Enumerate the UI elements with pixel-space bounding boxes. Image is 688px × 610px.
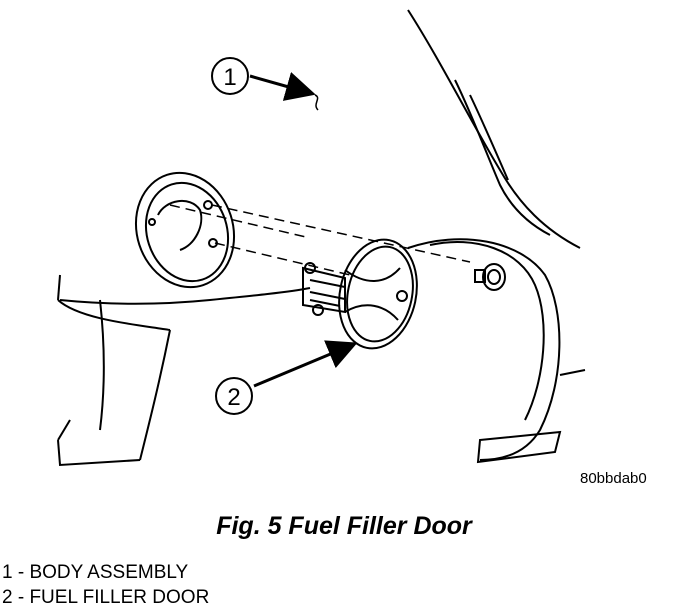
door-hinge (302, 262, 346, 316)
callout-1-number: 1 (223, 64, 236, 91)
filler-housing (134, 171, 236, 289)
legend-item-body-assembly: 1 - BODY ASSEMBLY (2, 562, 189, 583)
wheel-arch (407, 238, 586, 464)
callout-1: 1 (211, 57, 319, 111)
fuel-filler-door (338, 238, 418, 350)
legend: 1 - BODY ASSEMBLY 2 - FUEL FILLER DOOR (2, 560, 209, 610)
fastener-pin (474, 263, 506, 291)
callout-2: 2 (215, 340, 358, 415)
callout-2-number: 2 (227, 384, 240, 411)
body-panel-lines (57, 9, 581, 467)
assembly-guide-lines (169, 204, 471, 276)
figure-caption: Fig. 5 Fuel Filler Door (216, 512, 472, 540)
figure-code: 80bbdab0 (580, 470, 647, 487)
legend-item-fuel-filler-door: 2 - FUEL FILLER DOOR (2, 587, 210, 608)
fuel-filler-door-illustration: 1 2 (57, 9, 586, 467)
